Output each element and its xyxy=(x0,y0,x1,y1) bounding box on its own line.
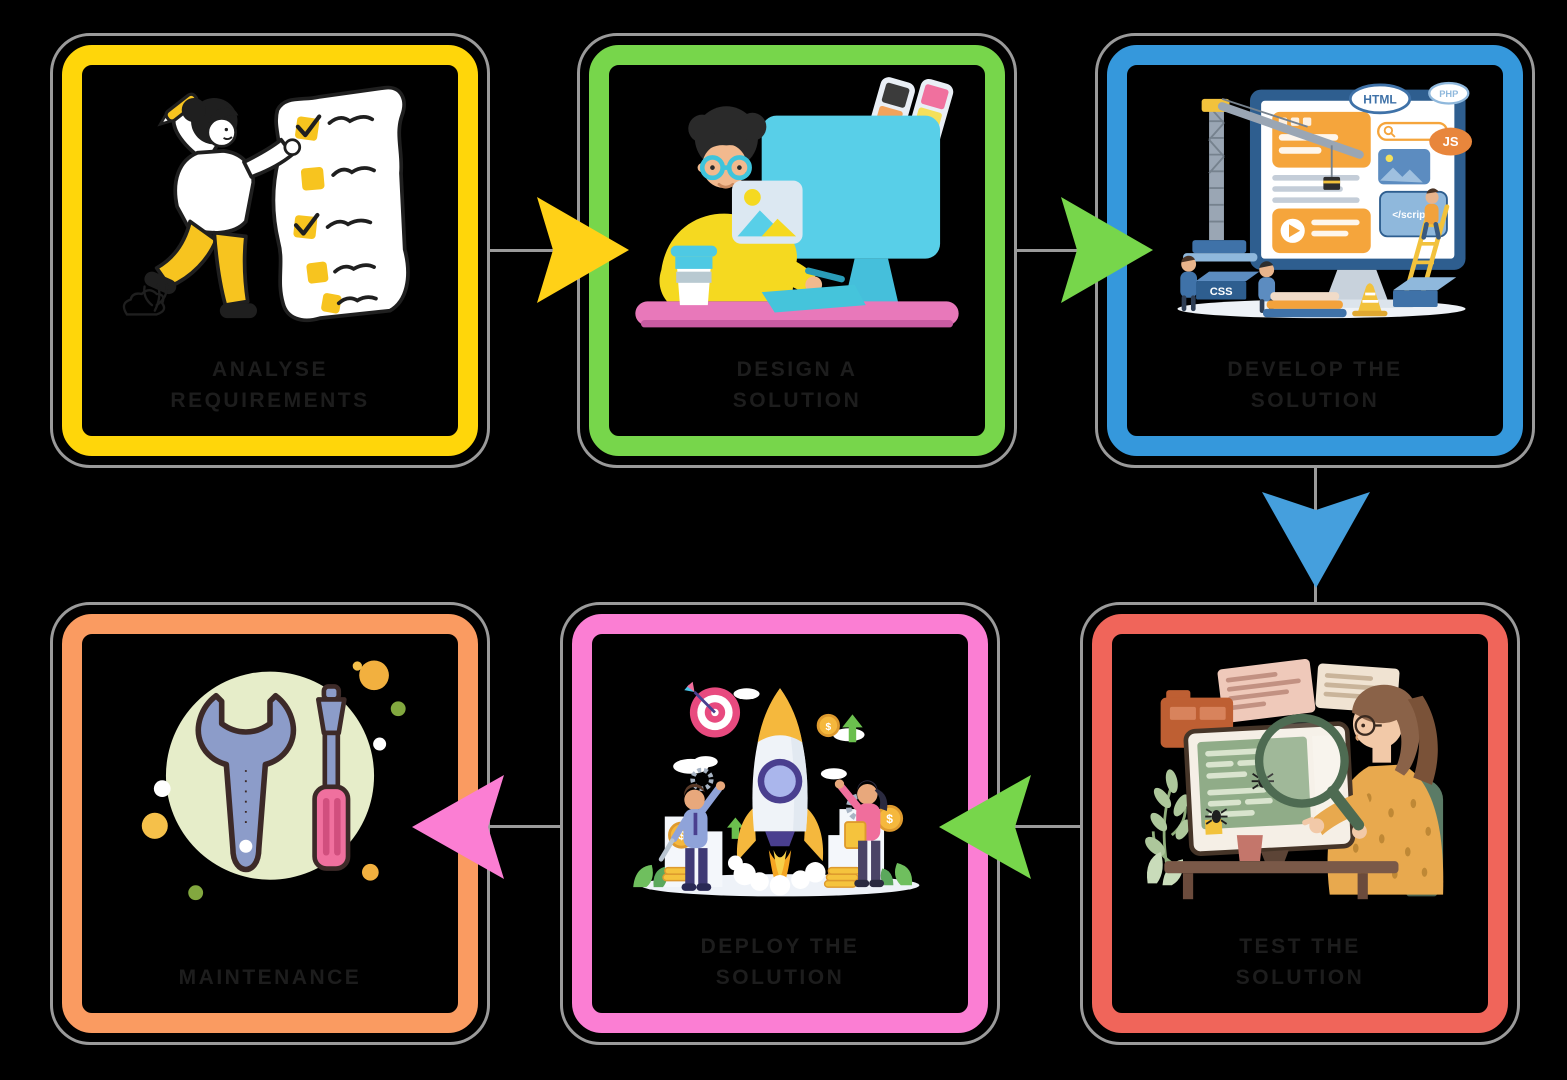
js-cloud: JS xyxy=(1429,127,1473,156)
check-marks xyxy=(293,114,322,236)
arrow-design-to-develop xyxy=(1061,197,1153,303)
code-tile xyxy=(1393,277,1457,307)
php-cloud: PHP xyxy=(1428,81,1470,105)
coffee-cup-icon xyxy=(670,245,718,306)
desk xyxy=(635,301,959,328)
growth-arrows xyxy=(727,714,863,839)
woman-celebrating xyxy=(834,779,888,888)
step-outline xyxy=(50,33,490,468)
arrow-analyse-to-design xyxy=(537,197,629,303)
step-frame: MAINTENANCE xyxy=(62,614,478,1033)
bushes xyxy=(633,862,913,888)
step-frame: $ $ $ xyxy=(572,614,988,1033)
wrench-icon xyxy=(195,692,297,873)
step-outline xyxy=(1080,602,1520,1045)
analyst-person xyxy=(122,92,302,319)
person-writing-checklist-illustration xyxy=(122,85,410,323)
designer-at-desk-illustration xyxy=(635,77,959,328)
step-frame: ANALYSE REQUIREMENTS xyxy=(62,45,478,456)
book-stack xyxy=(1262,292,1347,318)
traffic-cone-icon xyxy=(1352,283,1388,317)
code-note xyxy=(1217,659,1316,723)
connector-analyse-design xyxy=(490,249,577,252)
arrow-test-to-deploy xyxy=(939,775,1031,879)
step-maintenance: MAINTENANCE xyxy=(50,602,490,1045)
connector-design-develop xyxy=(1017,249,1095,252)
step-frame: </script> xyxy=(1107,45,1523,456)
svg-text:</script>: </script> xyxy=(1392,210,1435,221)
step-label: DEPLOY THE SOLUTION xyxy=(700,935,860,989)
step-test-the-solution: TEST THE SOLUTION xyxy=(1080,602,1520,1045)
coin-stacks xyxy=(662,866,861,888)
glasses-icon xyxy=(699,155,752,181)
clouds xyxy=(673,688,865,780)
drawing-tablet xyxy=(761,267,866,313)
image-card xyxy=(731,180,803,244)
worker-on-ladder xyxy=(1421,188,1441,240)
target-icon xyxy=(684,681,741,738)
step-label: ANALYSE REQUIREMENTS xyxy=(170,358,370,412)
man-celebrating xyxy=(658,781,726,891)
step-deploy-the-solution: $ $ $ xyxy=(560,602,1000,1045)
step-frame: TEST THE SOLUTION xyxy=(1092,614,1508,1033)
connector-test-deploy xyxy=(1000,825,1080,828)
website-construction-illustration: </script> xyxy=(1177,81,1473,319)
rocket-icon xyxy=(727,688,826,896)
wrench-and-screwdriver-illustration xyxy=(141,660,406,901)
svg-text:HTML: HTML xyxy=(1363,93,1397,107)
plant-doodle xyxy=(122,283,169,316)
svg-text:CSS: CSS xyxy=(1210,286,1233,298)
rocket-launch-illustration: $ $ $ xyxy=(633,681,920,897)
screwdriver-icon xyxy=(312,684,351,871)
svg-text:$: $ xyxy=(678,829,685,843)
checklist-scroll xyxy=(271,85,410,323)
step-design-a-solution: DESIGN A SOLUTION xyxy=(577,33,1017,468)
search-bar xyxy=(1377,121,1449,141)
connector-deploy-maintenance xyxy=(490,825,560,828)
step-label: TEST THE SOLUTION xyxy=(1235,935,1365,989)
crane xyxy=(1183,97,1364,262)
decorative-dots xyxy=(141,660,406,901)
step-develop-the-solution: </script> xyxy=(1095,33,1535,468)
step-frame: DESIGN A SOLUTION xyxy=(589,45,1005,456)
html-cloud: HTML xyxy=(1348,83,1412,115)
qa-testing-illustration xyxy=(1145,659,1444,900)
step-label: DESIGN A SOLUTION xyxy=(732,358,862,412)
arrow-deploy-to-maintenance xyxy=(412,775,504,879)
svg-text:$: $ xyxy=(886,812,893,826)
step-label: MAINTENANCE xyxy=(178,966,362,989)
svg-text:$: $ xyxy=(825,722,831,733)
step-analyse-requirements: ANALYSE REQUIREMENTS xyxy=(50,33,490,468)
arrow-develop-to-test xyxy=(1262,492,1370,588)
image-tile xyxy=(1378,149,1431,185)
svg-text:JS: JS xyxy=(1443,134,1459,149)
cup xyxy=(1236,835,1263,862)
desk xyxy=(1164,861,1399,900)
step-label: DEVELOP THE SOLUTION xyxy=(1227,358,1403,412)
svg-text:PHP: PHP xyxy=(1439,89,1458,99)
magnifier-icon xyxy=(1254,713,1365,831)
media-card xyxy=(1272,208,1371,254)
